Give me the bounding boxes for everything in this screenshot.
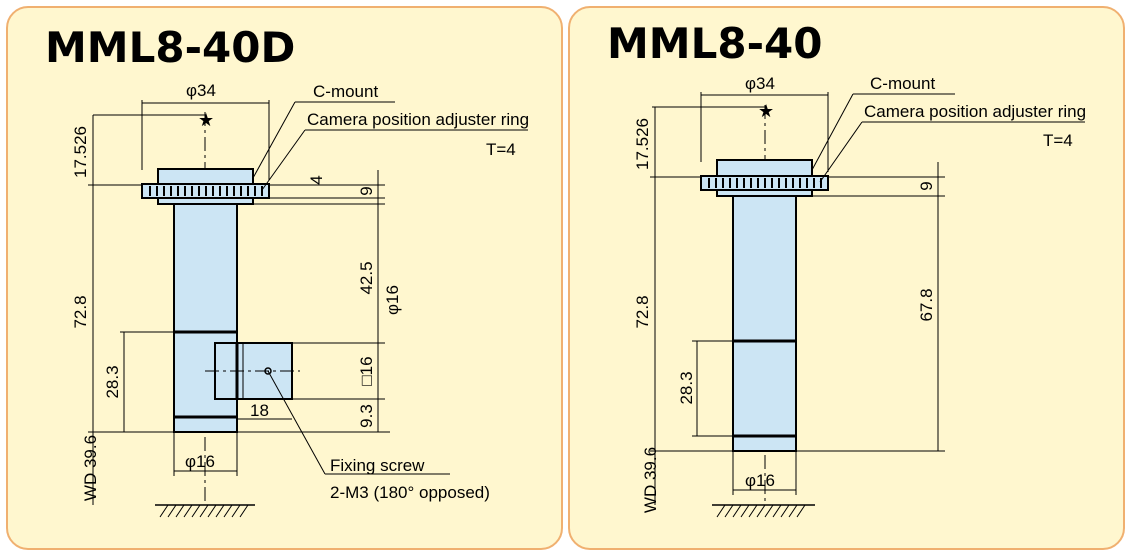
- center-mark-right: ★: [758, 101, 774, 121]
- label-fixing-screw-spec-left: 2-M3 (180° opposed): [330, 483, 490, 502]
- dim-total-left: 72.8: [71, 295, 90, 328]
- label-thickness-left: T=4: [486, 140, 516, 159]
- label-fixing-screw-left: Fixing screw: [330, 456, 425, 475]
- tube-right: [732, 195, 797, 452]
- c-mount-right: [716, 159, 813, 178]
- dim-18-left: 18: [250, 401, 269, 420]
- center-mark-left: ★: [198, 110, 214, 130]
- label-adjuster-ring-left: Camera position adjuster ring: [307, 110, 529, 129]
- dim-tube-dia-side-left: φ16: [383, 285, 402, 315]
- title-left: MML8-40D: [45, 23, 295, 72]
- dim-wd-right: WD 39.6: [641, 447, 660, 513]
- dim-28-3-right: 28.3: [677, 371, 696, 404]
- panel-mml8-40d: [6, 6, 563, 550]
- dim-9-left: 9: [357, 186, 376, 195]
- dim-square-left: □16: [357, 356, 376, 385]
- label-adjuster-ring-right: Camera position adjuster ring: [864, 102, 1086, 121]
- side-box-left: [214, 342, 293, 400]
- label-thickness-right: T=4: [1043, 131, 1073, 150]
- dim-9-3-left: 9.3: [357, 404, 376, 428]
- dim-42-5-left: 42.5: [357, 261, 376, 294]
- dim-height-top-right: 17.526: [633, 118, 652, 170]
- ring-teeth-left: [149, 186, 263, 196]
- ring-teeth-right: [708, 178, 822, 188]
- dim-top-dia-left: φ34: [186, 81, 216, 100]
- dim-wd-left: WD 39.6: [81, 435, 100, 501]
- dim-28-3-left: 28.3: [103, 365, 122, 398]
- screw-hole-left: [264, 367, 272, 375]
- dim-bottom-dia-left: φ16: [185, 452, 215, 471]
- dim-top-dia-right: φ34: [745, 74, 775, 93]
- dim-9-right: 9: [917, 181, 936, 190]
- label-c-mount-right: C-mount: [870, 74, 935, 93]
- dim-height-top-left: 17.526: [71, 126, 90, 178]
- dim-67-8-right: 67.8: [917, 288, 936, 321]
- panel-mml8-40: [568, 6, 1125, 550]
- title-right: MML8-40: [607, 19, 822, 68]
- label-c-mount-left: C-mount: [313, 82, 378, 101]
- dim-ring-h-left: 4: [307, 175, 326, 184]
- c-mount-left: [157, 168, 254, 186]
- dim-total-right: 72.8: [633, 295, 652, 328]
- dim-bottom-dia-right: φ16: [745, 471, 775, 490]
